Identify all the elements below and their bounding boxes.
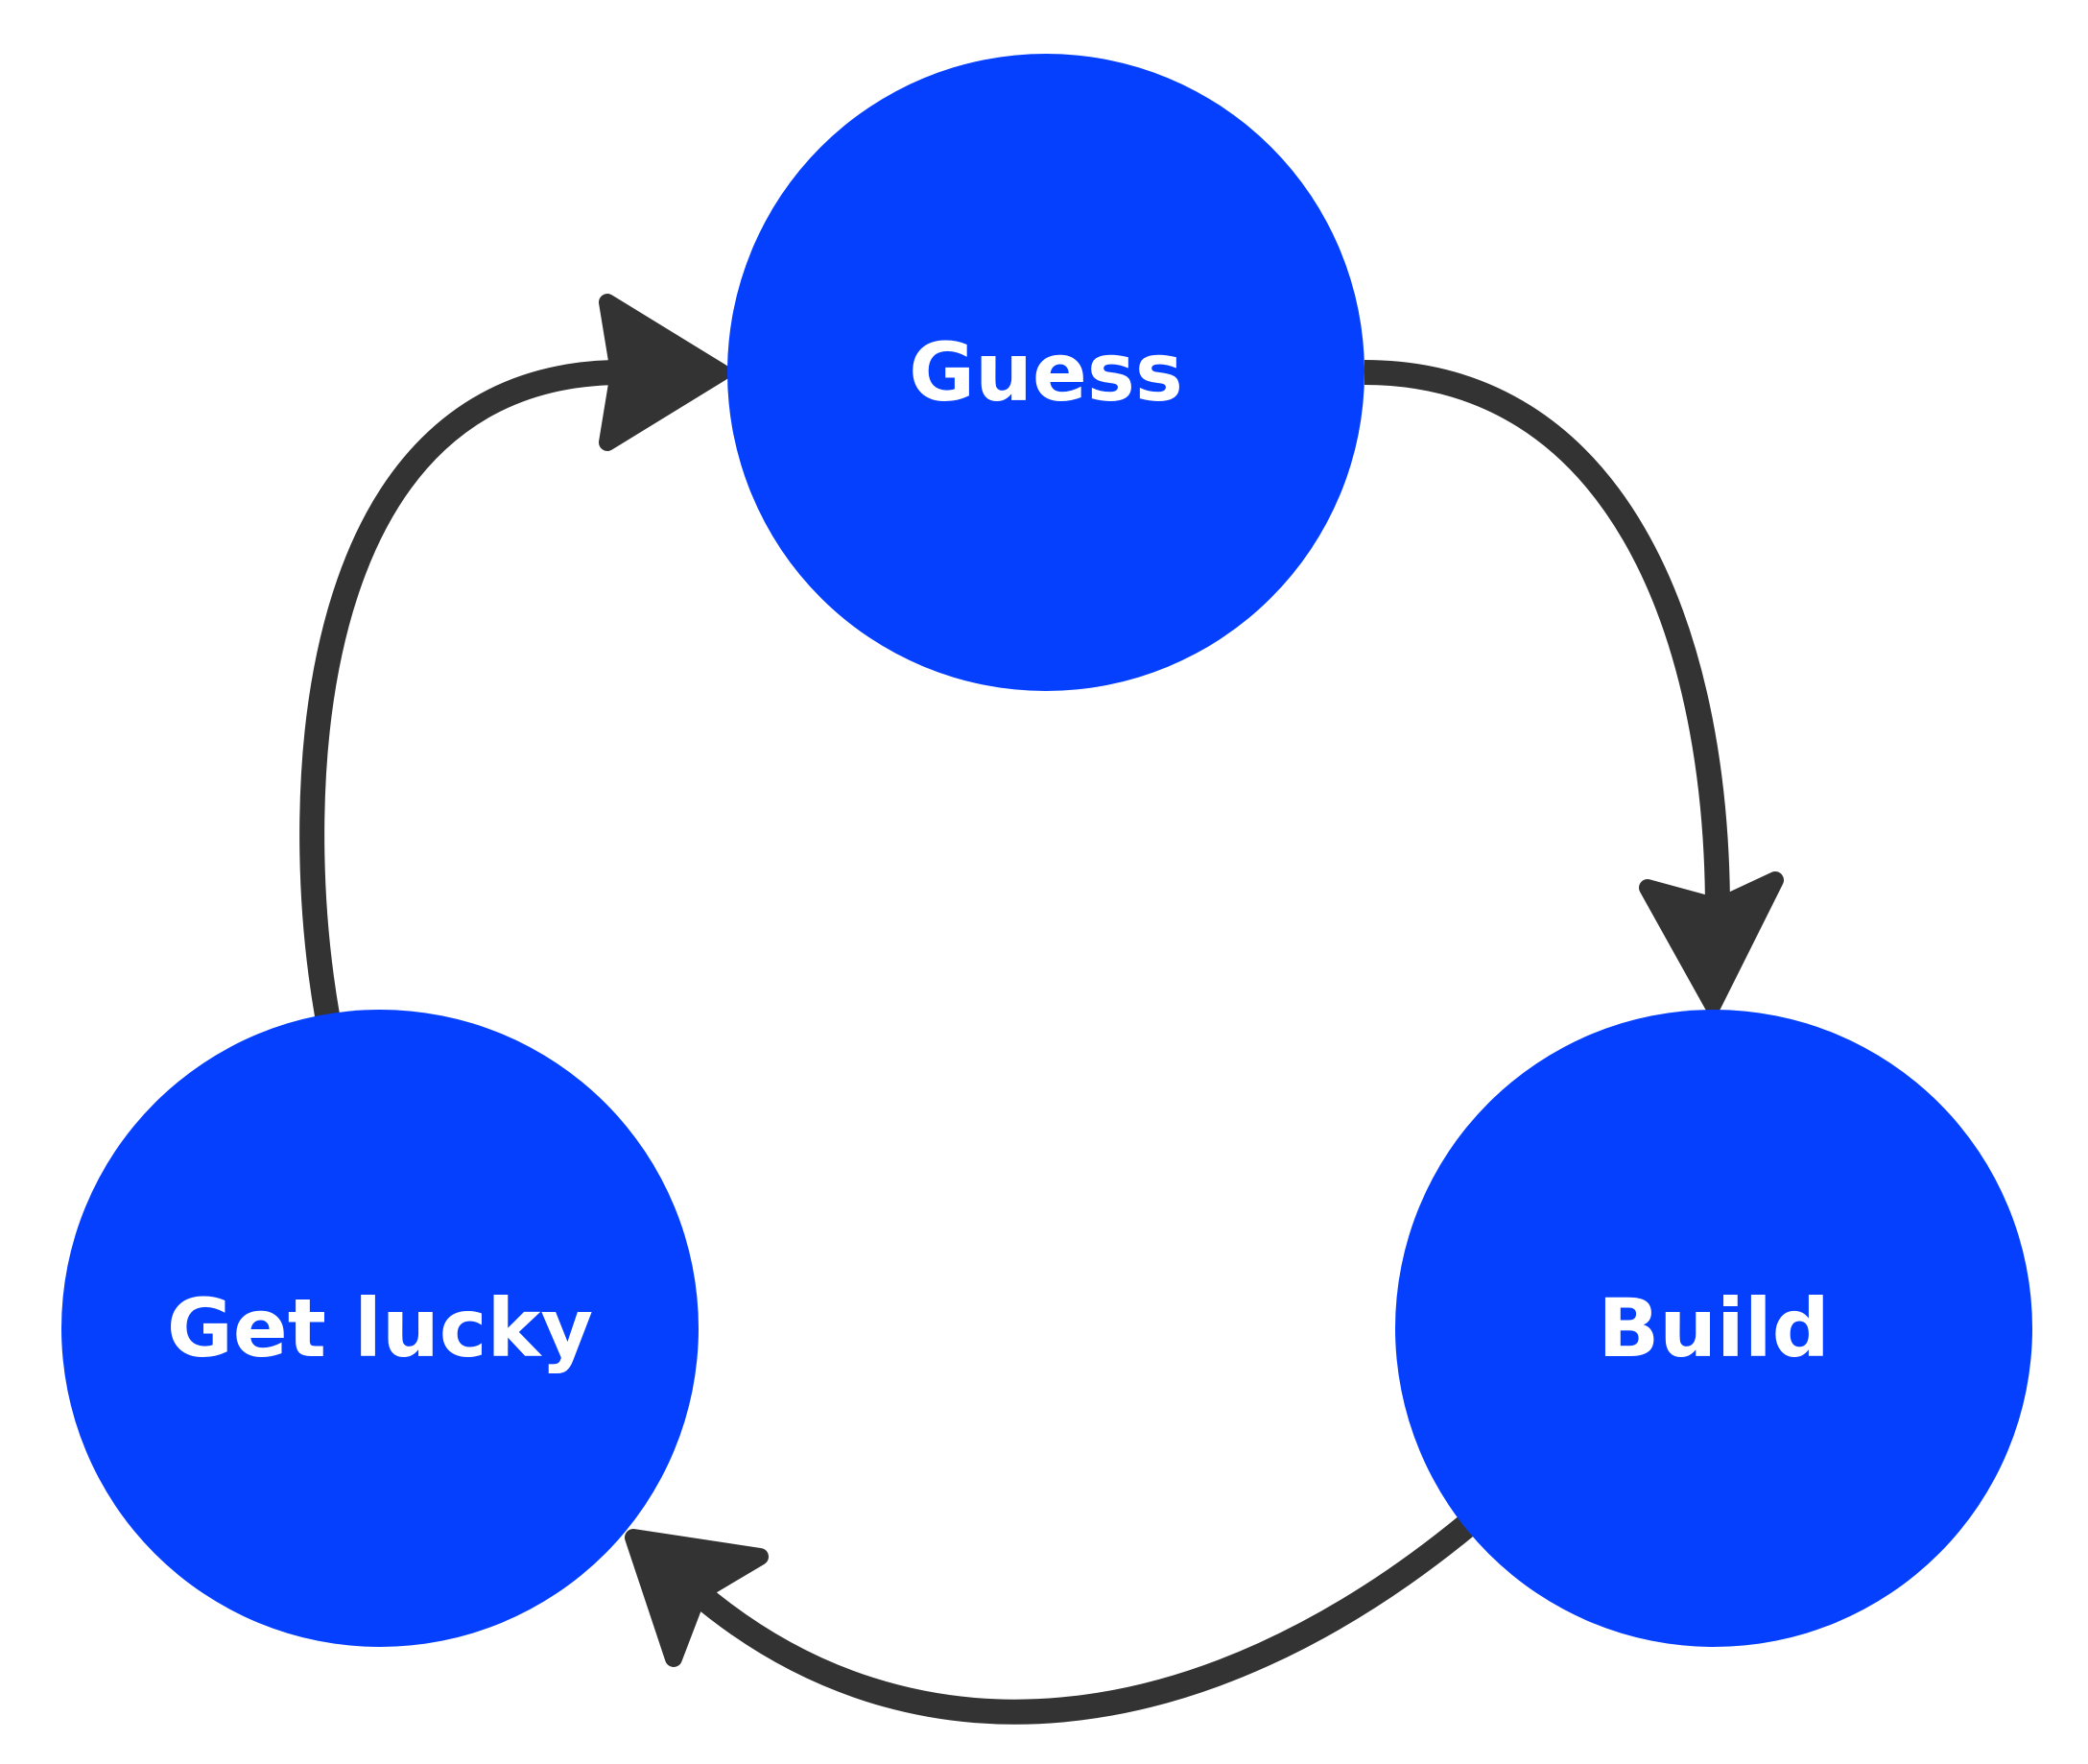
edge-build-to-get-lucky — [625, 1515, 1475, 1725]
node-build: Build — [1395, 1010, 2032, 1647]
arrowhead — [599, 294, 730, 451]
node-get-lucky: Get lucky — [61, 1010, 699, 1647]
arrow-line — [299, 360, 623, 1018]
arrowhead — [1639, 871, 1784, 1013]
arrowhead — [625, 1529, 769, 1667]
node-label: Build — [1598, 1281, 1830, 1375]
arrow-line — [687, 1515, 1475, 1725]
edge-get-lucky-to-guess — [299, 294, 730, 1018]
node-label: Guess — [909, 325, 1183, 419]
node-circle — [727, 54, 1364, 691]
node-label: Get lucky — [167, 1281, 593, 1375]
node-circle — [1395, 1010, 2032, 1647]
edge-guess-to-build — [1364, 360, 1784, 1013]
node-guess: Guess — [727, 54, 1364, 691]
arrow-line — [1364, 360, 1730, 913]
node-circle — [61, 1010, 699, 1647]
